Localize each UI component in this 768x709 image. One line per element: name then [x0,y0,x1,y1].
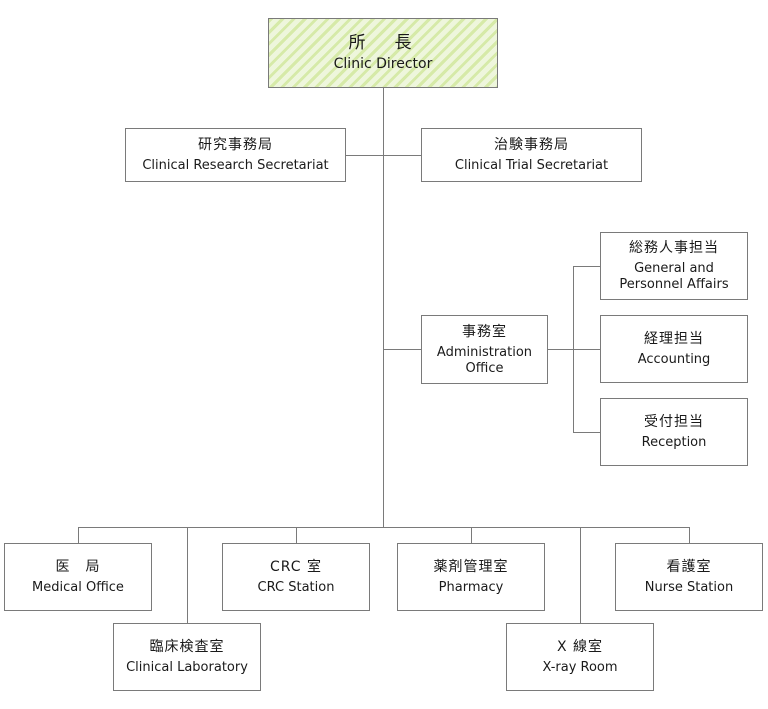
general-affairs-en: General and Personnel Affairs [619,261,729,292]
medical-office-en: Medical Office [32,580,124,595]
pharmacy-en: Pharmacy [438,580,504,595]
crc-station-jp: CRC 室 [269,559,323,575]
clinical-laboratory-jp: 臨床検査室 [149,639,225,655]
pharmacy-box: 薬剤管理室 Pharmacy [397,543,545,611]
clinic-director-box: 所 長 Clinic Director [268,18,498,88]
nurse-station-jp: 看護室 [666,559,712,575]
accounting-box: 経理担当 Accounting [600,315,748,383]
xray-room-en: X-ray Room [542,660,618,675]
general-affairs-box: 総務人事担当 General and Personnel Affairs [600,232,748,300]
reception-box: 受付担当 Reception [600,398,748,466]
nurse-station-en: Nurse Station [644,580,734,595]
xray-room-jp: X 線室 [556,639,604,655]
reception-jp: 受付担当 [644,414,704,430]
crc-station-box: CRC 室 CRC Station [222,543,370,611]
administration-office-box: 事務室 Administration Office [421,315,548,384]
crc-station-en: CRC Station [257,580,335,595]
nurse-station-box: 看護室 Nurse Station [615,543,763,611]
medical-office-box: 医 局 Medical Office [4,543,152,611]
pharmacy-jp: 薬剤管理室 [433,559,509,575]
administration-office-jp: 事務室 [462,323,507,340]
research-secretariat-box: 研究事務局 Clinical Research Secretariat [125,128,346,182]
reception-en: Reception [641,435,707,450]
accounting-en: Accounting [637,352,711,367]
clinical-laboratory-en: Clinical Laboratory [126,660,248,675]
trial-secretariat-en: Clinical Trial Secretariat [454,158,609,173]
clinic-director-en: Clinic Director [333,56,433,72]
research-secretariat-jp: 研究事務局 [198,137,273,153]
general-affairs-jp: 総務人事担当 [629,240,719,256]
trial-secretariat-box: 治験事務局 Clinical Trial Secretariat [421,128,642,182]
trial-secretariat-jp: 治験事務局 [494,137,569,153]
administration-office-en: Administration Office [436,344,533,376]
clinical-laboratory-box: 臨床検査室 Clinical Laboratory [113,623,261,691]
xray-room-box: X 線室 X-ray Room [506,623,654,691]
clinic-director-jp: 所 長 [348,33,418,53]
medical-office-jp: 医 局 [55,559,101,575]
accounting-jp: 経理担当 [644,331,704,347]
research-secretariat-en: Clinical Research Secretariat [142,158,329,173]
